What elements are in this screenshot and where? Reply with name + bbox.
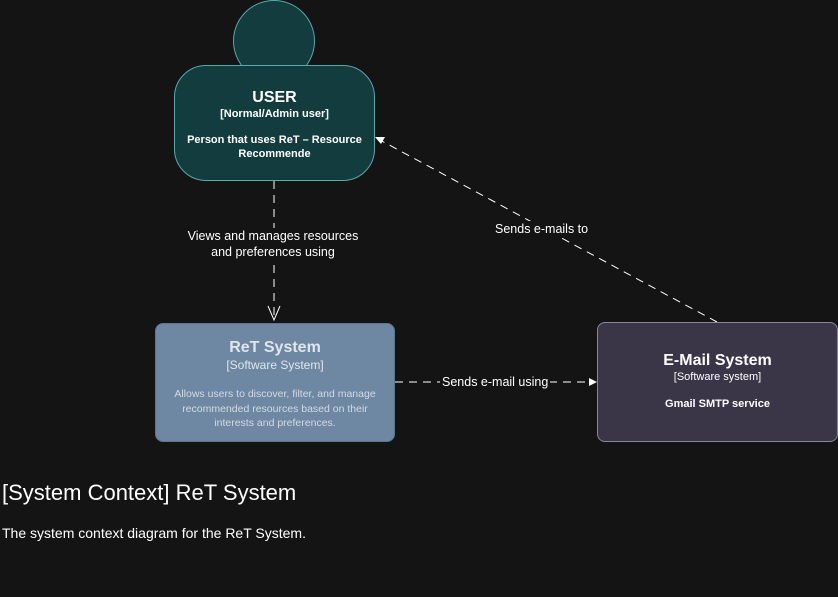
edge-ret-to-email-arrowhead: [589, 378, 597, 386]
diagram-description: The system context diagram for the ReT S…: [2, 525, 306, 541]
ret-system-kind: [Software System]: [226, 358, 324, 372]
user-kind: [Normal/Admin user]: [220, 108, 329, 120]
edge-label-sends-emails: Sends e-mails to: [495, 221, 589, 237]
diagram-title: [System Context] ReT System: [2, 480, 297, 505]
user-title: USER: [252, 89, 297, 106]
user-person-node[interactable]: USER [Normal/Admin user] Person that use…: [174, 65, 375, 181]
user-description: Person that uses ReT – Resource Recommen…: [187, 134, 362, 160]
ret-system-node[interactable]: ReT System [Software System] Allows user…: [155, 323, 395, 442]
edge-label-sends-email-using: Sends e-mail using: [440, 374, 551, 390]
ret-system-description: Allows users to discover, filter, and ma…: [174, 388, 376, 429]
email-system-title: E-Mail System: [663, 352, 772, 369]
edge-user-to-ret-arrowhead: [267, 305, 281, 322]
email-system-description: Gmail SMTP service: [665, 398, 770, 410]
edge-email-to-user-arrowhead: [375, 137, 385, 144]
edge-email-to-user: [379, 139, 718, 323]
email-system-kind: [Software system]: [673, 371, 762, 383]
ret-system-title: ReT System: [229, 339, 321, 356]
edge-label-views-manages: Views and manages resources and preferen…: [180, 228, 366, 260]
email-system-node[interactable]: E-Mail System [Software system] Gmail SM…: [597, 322, 838, 442]
